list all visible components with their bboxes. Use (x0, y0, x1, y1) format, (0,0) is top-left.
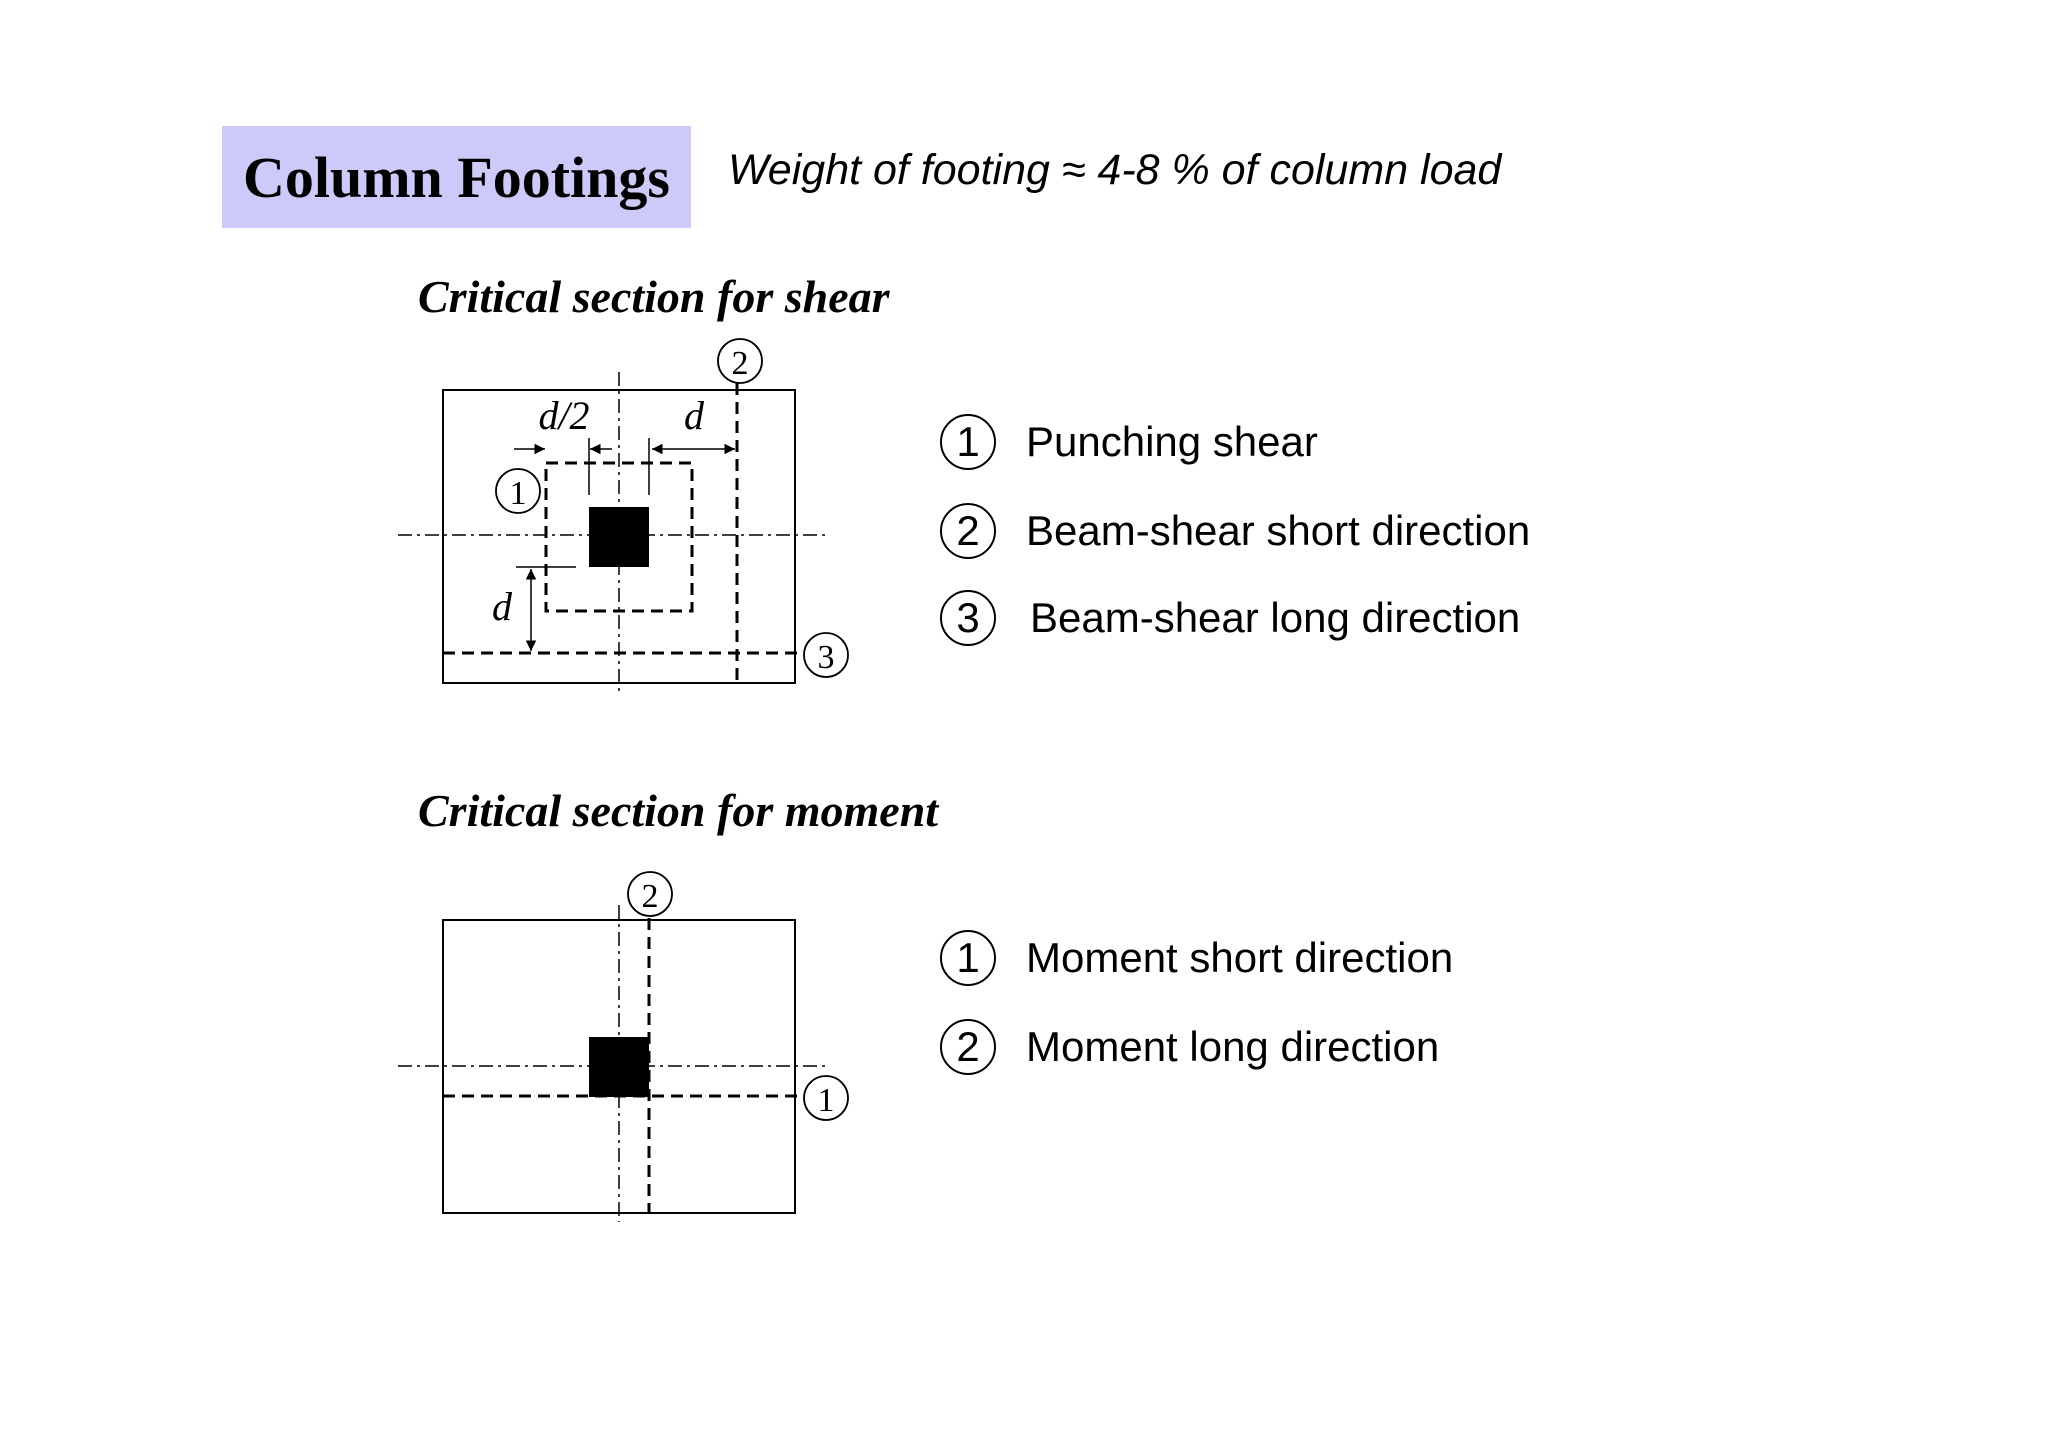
moment-legend-item: 2 Moment long direction (940, 1017, 1439, 1077)
dim-half-d-label: d/2 (538, 393, 589, 438)
shear-marker-3-circle (803, 632, 849, 678)
page-subtitle: Weight of footing ≈ 4-8 % of column load (728, 146, 1502, 194)
legend-label: Beam-shear long direction (1030, 594, 1521, 641)
shear-legend-item: 1 Punching shear (940, 412, 1318, 472)
shear-diagram: d/2 d d 1 2 3 (398, 338, 849, 695)
shear-marker-2-circle (717, 338, 763, 384)
title-box: Column Footings (222, 126, 691, 228)
moment-column (589, 1037, 649, 1097)
legend-number: 2 (940, 503, 996, 559)
dim-d-top-label: d (684, 393, 705, 438)
shear-marker-2: 2 (732, 345, 749, 382)
shear-legend-item: 2 Beam-shear short direction (940, 501, 1530, 561)
dim-d-left-label: d (492, 584, 513, 629)
page-title: Column Footings (242, 144, 670, 210)
moment-heading: Critical section for moment (418, 785, 939, 836)
shear-marker-3: 3 (818, 639, 835, 676)
legend-label: Beam-shear short direction (1026, 507, 1531, 554)
shear-column (589, 507, 649, 567)
moment-diagram: 2 1 (398, 871, 849, 1222)
legend-number: 1 (940, 930, 996, 986)
moment-marker-1: 1 (818, 1082, 835, 1119)
moment-marker-2: 2 (642, 878, 659, 915)
legend-number: 1 (940, 414, 996, 470)
shear-marker-1: 1 (510, 475, 527, 512)
legend-number: 2 (940, 1019, 996, 1075)
shear-marker-1-circle (495, 468, 541, 514)
shear-legend-item: 3 Beam-shear long direction (940, 588, 1520, 648)
moment-legend-item: 1 Moment short direction (940, 928, 1453, 988)
legend-label: Moment short direction (1026, 934, 1454, 981)
punching-shear-perimeter (544, 461, 694, 613)
shear-heading: Critical section for shear (418, 271, 890, 322)
legend-number: 3 (940, 590, 996, 646)
moment-marker-1-circle (803, 1075, 849, 1121)
legend-label: Punching shear (1026, 418, 1318, 465)
moment-marker-2-circle (627, 871, 673, 917)
legend-label: Moment long direction (1026, 1023, 1440, 1070)
